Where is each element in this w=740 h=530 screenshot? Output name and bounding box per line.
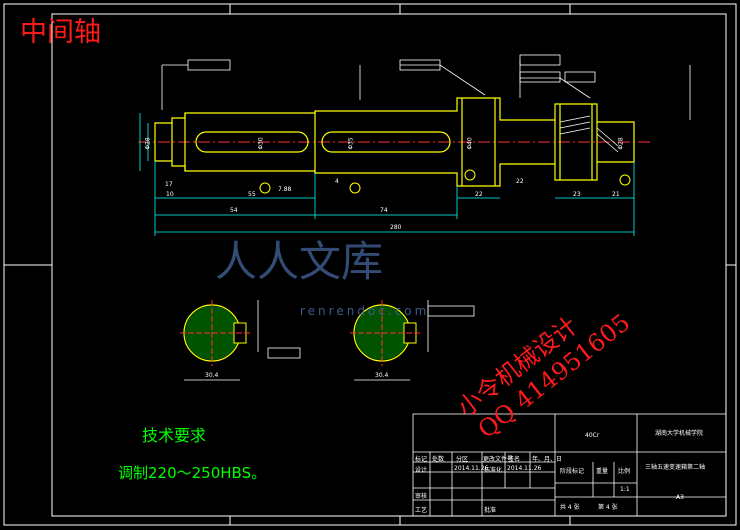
gdt-frames [187, 54, 596, 83]
dim-22b: 22 [516, 178, 524, 185]
gear-teeth-hatch [559, 115, 619, 153]
scale-label: 比例 [618, 468, 631, 475]
row-label-3: 更改文件号 [483, 456, 514, 463]
drawing-title: 中间轴 [20, 17, 101, 48]
stage-label: 阶段标记 [560, 468, 585, 475]
watermark-logo: 人人文库 [215, 237, 384, 286]
date2: 2014.11.26 [507, 465, 542, 472]
sheet-total: 共 4 张 [560, 504, 580, 511]
section-dims [184, 300, 475, 381]
dim-17: 17 [165, 181, 173, 188]
school: 湖南大学机械学院 [655, 430, 704, 437]
designer-label: 设计 [415, 467, 428, 474]
dim-74: 74 [380, 207, 388, 214]
row-label-0: 标记 [415, 456, 428, 463]
tech-requirements-body: 调制220～250HBS。 [118, 464, 267, 482]
section-b-dim: 30.4 [375, 372, 389, 379]
approve-label: 批准 [484, 507, 497, 514]
weight-label: 重量 [596, 468, 609, 475]
scale: 1:1 [620, 486, 630, 493]
dimension-lines [139, 113, 635, 236]
row-label-5: 年、月、日 [532, 456, 563, 463]
row-label-4: 签名 [508, 456, 521, 463]
checker-label: 审核 [415, 493, 428, 500]
dim-overall: 280 [390, 224, 402, 231]
watermark-sub: renrendoc.com [300, 304, 430, 318]
sheet-no: 第 4 张 [598, 504, 618, 511]
section-a-dim: 30.4 [205, 372, 219, 379]
dim-23: 23 [573, 191, 581, 198]
tech-requirements-title: 技术要求 [142, 426, 207, 445]
material: 40Cr [585, 432, 600, 439]
title-block [412, 413, 727, 517]
frame-ticks [4, 4, 736, 525]
datum-markers [259, 169, 631, 194]
section-a [180, 300, 250, 366]
dim-7: 7.88 [278, 186, 292, 193]
dim-55: 55 [248, 191, 256, 198]
process-label: 工艺 [415, 507, 428, 514]
standard-label: 标准化 [484, 467, 503, 474]
dim-54: 54 [230, 207, 238, 214]
date1: 2014.11.26 [454, 465, 489, 472]
sheet-size: A3 [676, 494, 684, 501]
row-label-1: 处数 [432, 456, 445, 463]
dim-21: 21 [612, 191, 620, 198]
dim-10: 10 [166, 191, 174, 198]
dim-22a: 22 [475, 191, 483, 198]
row-label-2: 分区 [456, 456, 469, 463]
dim-4: 4 [335, 178, 339, 185]
section-b [350, 300, 420, 366]
part-name: 三轴五速变速箱第二轴 [645, 464, 706, 471]
